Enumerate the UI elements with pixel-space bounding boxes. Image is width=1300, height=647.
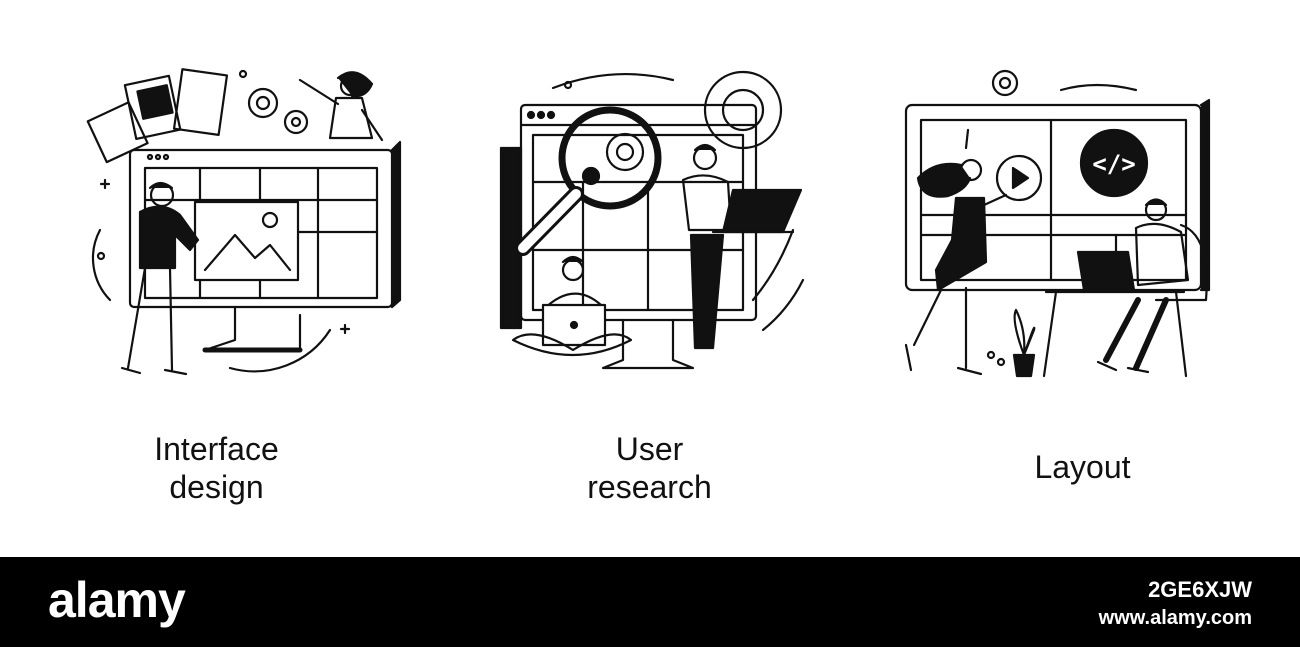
svg-text:</>: </> xyxy=(1092,150,1135,178)
watermark-footer: alamy 2GE6XJW www.alamy.com xyxy=(0,557,1300,647)
caption-layout: Layout xyxy=(1034,449,1131,485)
panel-interface-design: Interface design xyxy=(0,0,433,557)
panel-layout: </> xyxy=(866,0,1299,557)
user-research-illustration xyxy=(499,70,805,370)
image-id-label: 2GE6XJW xyxy=(1148,577,1252,602)
panel-user-research: User research xyxy=(433,0,866,557)
interface-design-illustration xyxy=(86,68,402,376)
caption-user-research: User research xyxy=(587,431,712,505)
layout-illustration: </> xyxy=(904,69,1211,378)
illustration-stage: Interface design xyxy=(0,0,1299,557)
site-url: www.alamy.com xyxy=(1098,607,1252,629)
caption-interface-design: Interface design xyxy=(154,431,279,505)
alamy-logo: alamy xyxy=(48,572,186,628)
